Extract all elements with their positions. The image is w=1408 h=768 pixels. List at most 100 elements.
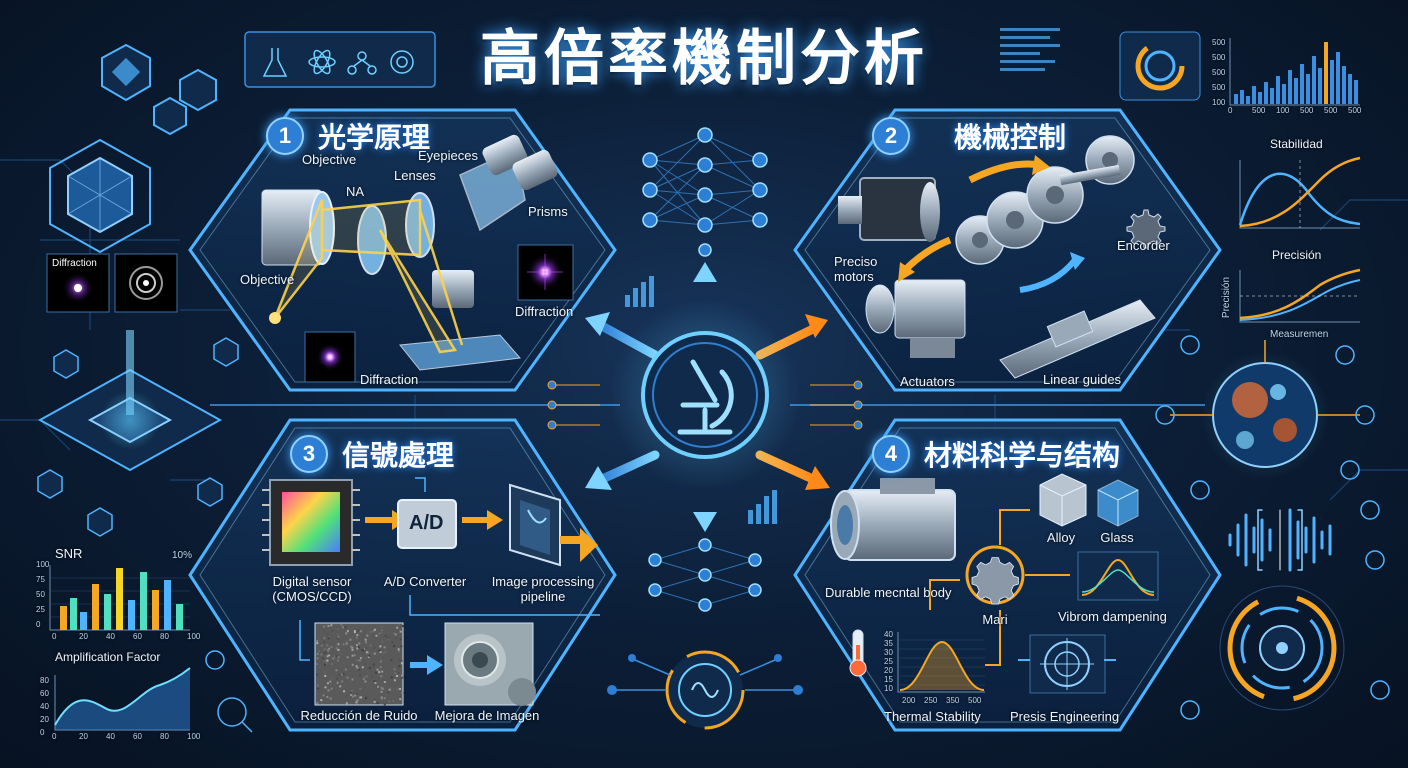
noise-pixel: [355, 693, 358, 696]
noise-pixel: [321, 657, 324, 660]
noise-pixel: [388, 700, 391, 703]
noise-pixel: [372, 693, 375, 696]
noise-pixel: [369, 630, 372, 633]
noise-pixel: [373, 646, 376, 649]
noise-pixel: [380, 690, 383, 693]
noise-pixel: [340, 673, 343, 676]
noise-pixel: [381, 652, 384, 655]
noise-pixel: [317, 687, 320, 690]
noise-pixel: [383, 679, 386, 682]
label-digital-sensor: Digital sensor (CMOS/CCD): [272, 574, 352, 604]
snr-title: SNR: [55, 546, 83, 561]
top-right-bar: [1354, 80, 1358, 104]
trXTicks-tick: 500: [1300, 106, 1314, 115]
noise-pixel: [379, 666, 382, 669]
label-objective-side: Objective: [240, 272, 295, 287]
noise-pixel: [316, 684, 319, 687]
trYTicks-tick: 500: [1212, 83, 1226, 92]
thermal-area: [900, 642, 984, 690]
noise-pixel: [349, 638, 352, 641]
noise-pixel: [374, 680, 377, 683]
label-actuators: Actuators: [900, 374, 955, 389]
noise-pixel: [330, 624, 333, 627]
noise-pixel: [316, 662, 319, 665]
snrXTicks-tick: 100: [187, 632, 201, 641]
noise-pixel: [326, 644, 329, 647]
snrYTicks-tick: 25: [36, 605, 45, 614]
noise-pixel: [326, 648, 329, 651]
noise-pixel: [355, 644, 358, 647]
noise-pixel: [372, 663, 375, 666]
noise-pixel: [394, 633, 397, 636]
noise-pixel: [342, 673, 345, 676]
trYTicks-tick: 500: [1212, 68, 1226, 77]
noise-pixel: [355, 636, 358, 639]
noise-pixel: [360, 696, 363, 699]
trXTicks-tick: 500: [1252, 106, 1266, 115]
trYTicks-tick: 500: [1212, 53, 1226, 62]
ampYTicks-tick: 80: [40, 676, 49, 685]
noise-pixel: [395, 631, 398, 634]
noise-pixel: [351, 648, 354, 651]
noise-pixel: [322, 698, 325, 701]
top-right-bar: [1234, 94, 1238, 104]
noise-pixel: [327, 625, 330, 628]
section-2-header: 2 機械控制: [872, 116, 1066, 156]
noise-pixel: [359, 657, 362, 660]
noise-pixel: [397, 648, 400, 651]
noise-pixel: [344, 668, 347, 671]
thermal-stability-chart: [897, 632, 985, 693]
noise-pixel: [325, 650, 328, 653]
section-1-title: 光学原理: [318, 121, 431, 154]
noise-pixel: [332, 657, 335, 660]
noise-pixel: [365, 651, 368, 654]
section-4-header: 4 材料科学与结构: [872, 434, 1120, 474]
thermometer-icon: [849, 629, 867, 677]
noise-pixel: [323, 663, 326, 666]
noise-pixel: [358, 642, 361, 645]
cell-sphere-icon: [1170, 340, 1360, 479]
noise-pixel: [390, 659, 393, 662]
noise-pixel: [381, 629, 384, 632]
noise-pixel: [324, 693, 327, 696]
brain-circuit-icon: [607, 650, 803, 730]
noise-pixel: [380, 697, 383, 700]
top-right-bar: [1336, 52, 1340, 104]
top-right-bar: [1294, 78, 1298, 104]
noise-pixel: [337, 656, 340, 659]
noise-pixel: [356, 666, 359, 669]
noise-pixel: [328, 647, 331, 650]
noise-pixel: [359, 674, 362, 677]
noise-pixel: [346, 630, 349, 633]
noise-pixel: [375, 671, 378, 674]
noise-pixel: [363, 676, 366, 679]
noise-pixel: [379, 660, 382, 663]
noise-pixel: [357, 629, 360, 632]
noise-pixel: [401, 676, 404, 679]
noise-pixel: [323, 640, 326, 643]
noise-pixel: [351, 678, 354, 681]
noise-pixel: [362, 678, 365, 681]
label-diffraction-bottom: Diffraction: [360, 372, 419, 387]
snrXTicks-tick: 40: [106, 632, 115, 641]
label-alloy: Alloy: [1046, 530, 1076, 545]
noise-pixel: [356, 659, 359, 662]
noise-pixel: [372, 665, 375, 668]
noise-pixel: [346, 676, 349, 679]
ampYTicks-tick: 60: [40, 689, 49, 698]
noise-pixel: [318, 649, 321, 652]
section-2-title: 機械控制: [954, 121, 1067, 154]
target-icon: [390, 50, 414, 74]
stability-chart: [1238, 156, 1361, 229]
ampYTicks-tick: 0: [40, 728, 45, 737]
noise-pixel: [377, 675, 380, 678]
noise-pixel: [342, 643, 345, 646]
noise-pixel: [324, 674, 327, 677]
top-right-bar: [1240, 90, 1244, 104]
top-right-bar: [1282, 84, 1286, 104]
thermal-axes: [897, 632, 985, 693]
noise-pixel: [355, 701, 358, 704]
noise-pixel: [338, 673, 341, 676]
ampXTicks-tick: 40: [106, 732, 115, 741]
noise-pixel: [393, 632, 396, 635]
